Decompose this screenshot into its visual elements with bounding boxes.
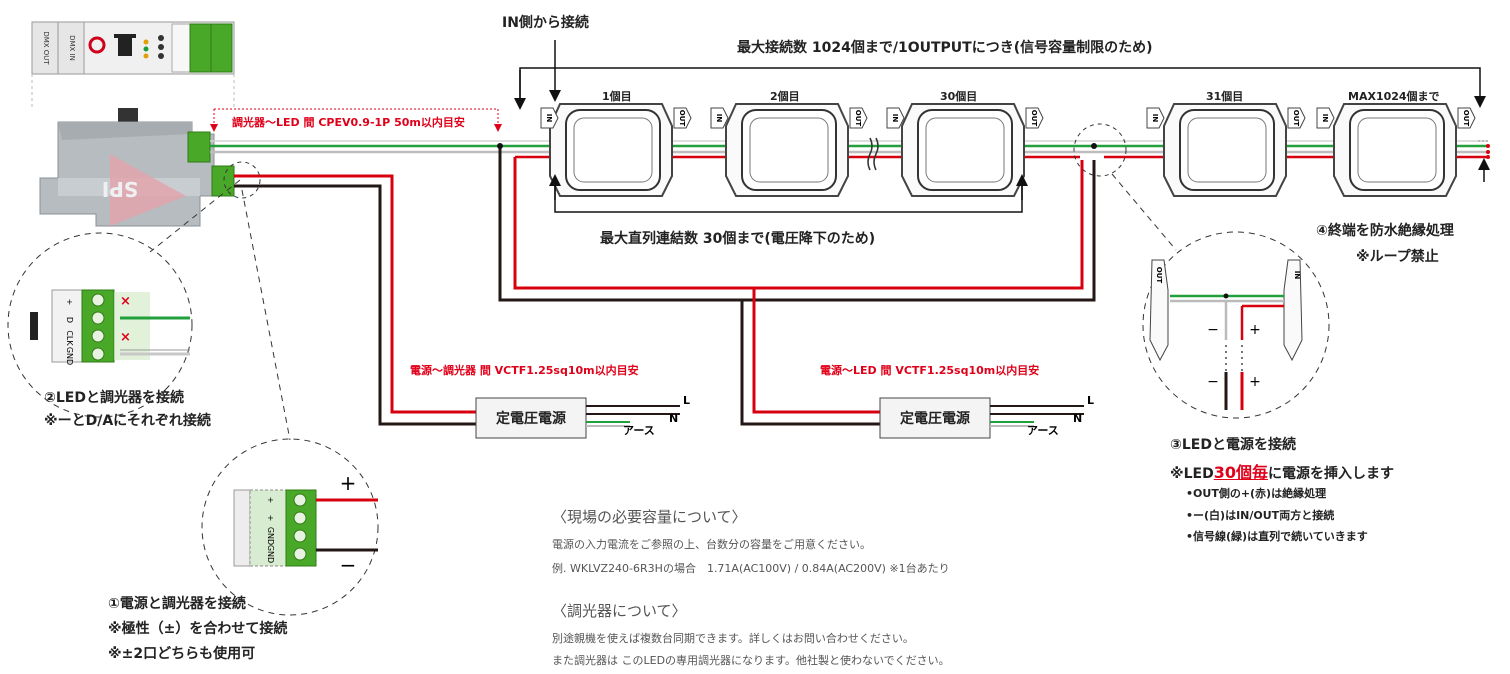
psu-2-n: N — [1073, 412, 1082, 425]
terminal-clk: CLK — [65, 330, 74, 346]
minus-sign-1: − — [340, 553, 357, 577]
led-module-2 — [725, 103, 849, 197]
dimmer-top-view — [31, 21, 235, 75]
step3-bullet-3: •信号線(緑)は直列で続いていきます — [1186, 530, 1368, 543]
break-marks — [867, 137, 879, 171]
port-in-1: IN — [545, 114, 553, 123]
step2-title: ②LEDと調光器を接続 — [44, 390, 184, 406]
psu-1-earth: アース — [623, 424, 655, 437]
step3-note: ※LED30個毎に電源を挿入します — [1170, 459, 1394, 483]
step1-note2: ※±2口どちらも使用可 — [108, 646, 256, 662]
max-connect-label: 最大接続数 1024個まで/1OUTPUTにつき(信号容量制限のため) — [737, 40, 1153, 56]
step4-title: ④終端を防水絶縁処理 — [1316, 223, 1454, 239]
psu-2 — [879, 397, 1084, 439]
detail-out: OUT — [1155, 267, 1163, 284]
port-in-max: IN — [1321, 114, 1329, 123]
psu-1 — [475, 397, 680, 439]
max-series-label: 最大直列連結数 30個まで(電圧降下のため) — [600, 231, 876, 247]
psu-2-l: L — [1087, 394, 1094, 407]
svg-text:×: × — [120, 294, 131, 309]
step3-title: ③LEDと電源を接続 — [1170, 437, 1296, 453]
port-out-31: OUT — [1292, 110, 1300, 127]
step3-bullet-1: •OUT側の+(赤)は絶縁処理 — [1186, 487, 1327, 500]
psu-dimmer-cable-label: 電源〜調光器 間 VCTF1.25sq10m以内目安 — [410, 364, 639, 377]
power-terminal-1: + — [266, 497, 275, 504]
psu-1-l: L — [683, 394, 690, 407]
port-in-30: IN — [891, 114, 899, 123]
detail-circle-led-dimmer: × × — [7, 161, 261, 418]
port-in-2: IN — [715, 114, 723, 123]
port-out-2: OUT — [854, 110, 862, 127]
capacity-line-1: 電源の入力電流をご参照の上、台数分の容量をご用意ください。 — [552, 538, 871, 551]
step3-note-emphasis: 30個毎 — [1213, 463, 1268, 482]
psu-2-earth: アース — [1027, 424, 1059, 437]
in-side-label: IN側から接続 — [502, 15, 589, 31]
step1-title: ①電源と調光器を接続 — [108, 596, 246, 612]
led-module-1 — [549, 103, 673, 197]
led-31-label: 31個目 — [1206, 90, 1244, 103]
detail-circle-psu-dimmer — [201, 189, 379, 616]
step4-note: ※ループ禁止 — [1356, 249, 1439, 265]
step3-note-post: に電源を挿入します — [1268, 466, 1394, 482]
psu-1-label: 定電圧電源 — [496, 410, 566, 427]
port-out-max: OUT — [1462, 110, 1470, 127]
led-module-max — [1333, 103, 1457, 197]
led-2-label: 2個目 — [770, 90, 800, 103]
dmx-in-label: DMX IN — [68, 35, 76, 61]
step2-note: ※ーとD/Aにそれぞれ接続 — [44, 413, 211, 429]
led-module-31 — [1163, 103, 1287, 197]
dimmer-info-line-1: 別途親機を使えば複数台同期できます。詳しくはお問い合わせください。 — [552, 632, 914, 645]
power-terminal-3: GND — [266, 527, 275, 545]
step3-note-pre: ※LED — [1170, 466, 1214, 482]
detail-in: IN — [1293, 271, 1301, 280]
port-out-1: OUT — [678, 110, 686, 127]
step1-note1: ※極性（±）を合わせて接続 — [108, 621, 288, 637]
psu-1-n: N — [669, 412, 678, 425]
max-connect-bracket — [514, 40, 1486, 110]
detail-minus-1: − — [1207, 322, 1219, 338]
dimmer-info-line-2: また調光器は このLEDの専用調光器になります。他社製と使わないでください。 — [552, 654, 950, 667]
power-terminal-2: + — [266, 515, 275, 522]
terminal-plus: + — [65, 299, 74, 306]
step3-bullet-2: •ー(白)はIN/OUT両方と接続 — [1186, 509, 1335, 522]
detail-circle-led-psu — [1073, 123, 1330, 419]
port-tags — [540, 107, 1476, 129]
plus-sign-1: + — [340, 471, 357, 495]
led-max-label: MAX1024個まで — [1348, 90, 1440, 103]
dimmer-info-title: 〈調光器について〉 — [552, 602, 687, 620]
led-1-label: 1個目 — [602, 90, 632, 103]
psu-led-cable-label: 電源〜LED 間 VCTF1.25sq10m以内目安 — [820, 364, 1040, 377]
dimmer-brand: SPI — [102, 177, 139, 201]
capacity-title: 〈現場の必要容量について〉 — [552, 508, 747, 526]
power-wiring — [234, 143, 1097, 426]
dmx-out-label: DMX OUT — [42, 31, 50, 65]
capacity-line-2: 例. WKLVZ240-6R3Hの場合 1.71A(AC100V) / 0.84… — [552, 562, 950, 575]
port-in-31: IN — [1151, 114, 1159, 123]
led-30-label: 30個目 — [940, 90, 978, 103]
power-terminal-4: GND — [266, 545, 275, 563]
svg-text:×: × — [120, 330, 131, 345]
dimmer-led-cable-label: 調光器〜LED 間 CPEV0.9-1P 50m以内目安 — [232, 116, 465, 129]
termination — [1478, 140, 1490, 182]
max-series-bracket — [549, 174, 1028, 213]
terminal-d: D — [65, 317, 74, 323]
terminal-gnd: GND — [65, 347, 74, 365]
port-out-30: OUT — [1030, 110, 1038, 127]
detail-plus-2: + — [1249, 374, 1261, 390]
detail-minus-2: − — [1207, 374, 1219, 390]
psu-2-label: 定電圧電源 — [900, 410, 970, 427]
detail-plus-1: + — [1249, 322, 1261, 338]
dimmer-side-view: SPI — [39, 108, 235, 227]
led-module-30 — [901, 103, 1025, 197]
